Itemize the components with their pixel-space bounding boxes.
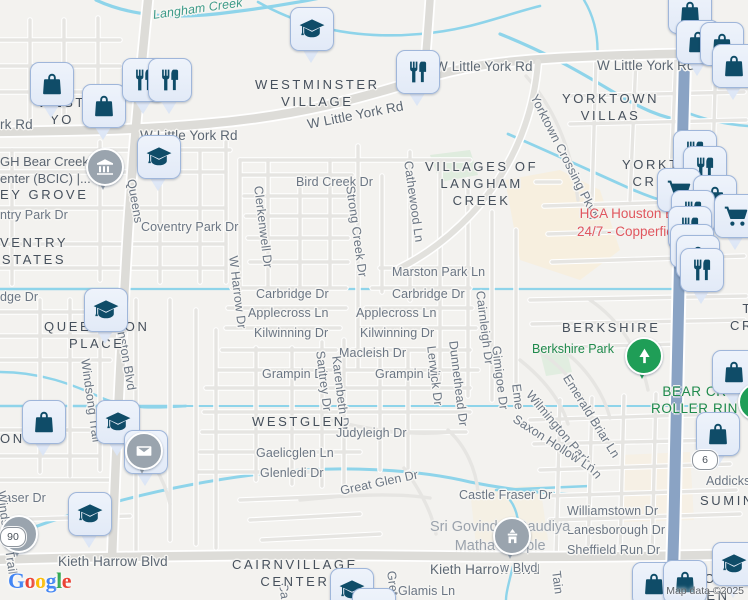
google-logo-letter: g <box>45 568 57 593</box>
pin-body[interactable] <box>290 7 334 51</box>
shopping-bag-icon <box>41 72 63 96</box>
map-pin-school[interactable] <box>84 288 130 344</box>
shopping-bag-icon <box>33 410 55 434</box>
marker-disc[interactable] <box>625 337 663 375</box>
park-tree-icon <box>636 347 653 365</box>
map-pin-shop[interactable] <box>663 560 709 600</box>
map-pin-school[interactable] <box>96 400 142 456</box>
shopping-bag-icon <box>93 94 115 118</box>
pin-body[interactable] <box>30 62 74 106</box>
pin-body[interactable] <box>396 50 440 94</box>
shopping-bag-icon <box>723 54 745 78</box>
map-pin-school[interactable] <box>290 7 336 63</box>
map-pin-shop[interactable] <box>712 350 748 406</box>
highway-6 <box>664 0 694 600</box>
map-marker-matha-temple[interactable] <box>493 517 533 565</box>
marker-disc[interactable] <box>86 148 124 186</box>
highway-shield-90: 90 <box>0 527 26 547</box>
restaurant-icon <box>159 68 181 92</box>
map-pin-grocery[interactable] <box>714 194 748 250</box>
pin-body[interactable] <box>82 84 126 128</box>
map-attribution: Map data ©2025 <box>666 585 744 597</box>
map-marker-bear-creek-center[interactable] <box>86 148 126 196</box>
pin-body[interactable] <box>712 44 748 88</box>
school-icon <box>146 146 172 168</box>
google-logo-letter: l <box>56 568 62 593</box>
marker-disc[interactable] <box>493 517 531 555</box>
pin-body[interactable] <box>84 288 128 332</box>
marker-disc[interactable] <box>738 383 748 421</box>
map-pin-shop[interactable] <box>30 62 76 118</box>
shopping-bag-icon <box>674 570 696 594</box>
museum-icon <box>96 158 114 176</box>
school-icon <box>77 503 103 525</box>
pin-body[interactable] <box>148 58 192 102</box>
pin-body[interactable] <box>22 400 66 444</box>
google-logo-letter: o <box>24 568 36 593</box>
google-logo-letter: o <box>35 568 46 593</box>
pin-body[interactable] <box>712 542 748 586</box>
google-logo[interactable]: Google <box>8 568 72 594</box>
shopping-bag-icon <box>643 572 665 596</box>
pin-body[interactable] <box>712 350 748 394</box>
pin-body[interactable] <box>696 412 740 456</box>
pin-body[interactable] <box>352 588 396 600</box>
school-icon <box>299 18 325 40</box>
map-pin-shop[interactable] <box>22 400 68 456</box>
google-logo-letter: e <box>61 568 72 593</box>
restaurant-icon <box>694 156 716 180</box>
map-marker-park[interactable] <box>738 383 748 431</box>
map-pin-restaurant[interactable] <box>680 248 726 304</box>
school-icon <box>93 299 119 321</box>
restaurant-icon <box>691 258 713 282</box>
pin-body[interactable] <box>680 248 724 292</box>
pin-body[interactable] <box>663 560 707 600</box>
map-pin-school[interactable] <box>68 492 114 548</box>
map-pin-restaurant[interactable] <box>148 58 194 114</box>
pin-body[interactable] <box>714 194 748 238</box>
map-marker-post-office[interactable] <box>125 432 165 480</box>
shopping-bag-icon <box>679 0 701 24</box>
highway-shield-6: 6 <box>692 450 718 470</box>
temple-icon <box>504 528 521 545</box>
map-pin-school[interactable] <box>712 542 748 598</box>
map-pin-school[interactable] <box>352 588 398 600</box>
pin-body[interactable] <box>137 135 181 179</box>
school-icon <box>721 553 747 575</box>
post-mail-icon <box>136 443 152 459</box>
shopping-bag-icon <box>707 422 729 446</box>
map-pin-restaurant[interactable] <box>396 50 442 106</box>
marker-disc[interactable] <box>125 432 163 470</box>
pin-body[interactable] <box>68 492 112 536</box>
shopping-bag-icon <box>723 360 745 384</box>
map-pin-shop[interactable] <box>712 44 748 100</box>
map-marker-berkshire-park[interactable] <box>625 337 665 385</box>
map-pin-shop[interactable] <box>82 84 128 140</box>
restaurant-icon <box>407 60 429 84</box>
grocery-cart-icon <box>724 205 748 227</box>
google-logo-letter: G <box>8 568 25 593</box>
school-icon <box>105 411 131 433</box>
map-pin-school[interactable] <box>137 135 183 191</box>
